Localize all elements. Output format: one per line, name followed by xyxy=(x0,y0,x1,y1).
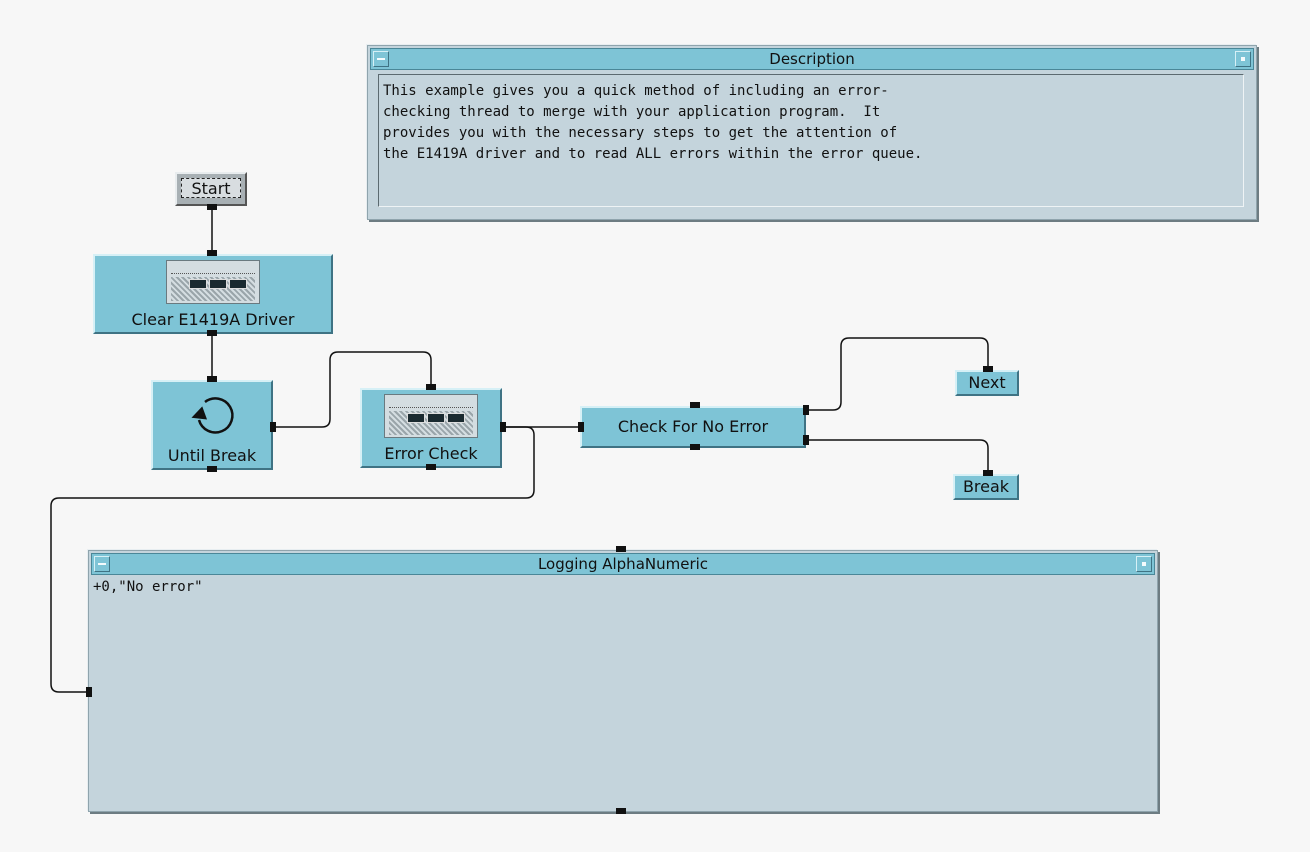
wire-errorcheck-to-log xyxy=(50,426,535,693)
start-label: Start xyxy=(181,178,241,198)
next-node[interactable]: Next xyxy=(955,370,1019,396)
check-data-in-pin xyxy=(578,422,584,432)
log-text: +0,"No error" xyxy=(93,579,203,595)
until-break-label: Until Break xyxy=(167,446,257,465)
break-input-pin xyxy=(983,470,993,476)
error-check-label: Error Check xyxy=(384,444,478,463)
check-for-no-error-label: Check For No Error xyxy=(617,417,769,436)
logging-titlebar[interactable]: Logging AlphaNumeric xyxy=(91,553,1155,575)
error-check-input-pin xyxy=(426,384,436,390)
error-check-data-pin xyxy=(500,422,506,432)
check-input-pin xyxy=(690,402,700,408)
start-output-pin xyxy=(207,204,217,210)
check-for-no-error-node[interactable]: Check For No Error xyxy=(580,406,806,448)
log-seq-in-pin xyxy=(616,546,626,552)
maximize-icon[interactable] xyxy=(1136,556,1152,572)
error-check-output-pin xyxy=(426,464,436,470)
wire-check-to-break xyxy=(807,439,989,474)
log-seq-out-pin xyxy=(616,808,626,814)
minimize-icon[interactable] xyxy=(94,556,110,572)
until-input-pin xyxy=(207,376,217,382)
description-text: This example gives you a quick method of… xyxy=(378,74,1244,207)
check-output-pin xyxy=(690,444,700,450)
until-output-pin xyxy=(207,466,217,472)
instrument-panel-icon xyxy=(166,260,260,304)
instrument-panel-icon xyxy=(384,394,478,438)
loop-arrow-icon xyxy=(191,397,234,434)
clear-output-pin xyxy=(207,330,217,336)
wire-until-to-errorcheck xyxy=(274,351,432,428)
break-node[interactable]: Break xyxy=(953,474,1019,500)
log-data-in-pin xyxy=(86,687,92,697)
logging-title: Logging AlphaNumeric xyxy=(537,555,709,573)
clear-input-pin xyxy=(207,250,217,256)
clear-driver-node[interactable]: Clear E1419A Driver xyxy=(93,254,333,334)
logging-panel: Logging AlphaNumeric +0,"No error" xyxy=(88,550,1158,812)
maximize-icon[interactable] xyxy=(1235,51,1251,67)
until-break-node[interactable]: Until Break xyxy=(151,380,273,470)
check-else-pin xyxy=(803,435,809,445)
next-input-pin xyxy=(983,366,993,372)
clear-driver-label: Clear E1419A Driver xyxy=(131,310,295,329)
minimize-icon[interactable] xyxy=(373,51,389,67)
break-label: Break xyxy=(962,477,1010,496)
check-then-pin xyxy=(803,405,809,415)
wire-check-to-next xyxy=(807,337,989,411)
description-title: Description xyxy=(769,50,855,68)
error-check-node[interactable]: Error Check xyxy=(360,388,502,468)
next-label: Next xyxy=(968,373,1006,392)
until-data-pin xyxy=(270,422,276,432)
start-button[interactable]: Start xyxy=(175,172,247,206)
description-titlebar[interactable]: Description xyxy=(370,48,1254,70)
description-panel: Description This example gives you a qui… xyxy=(367,45,1257,220)
